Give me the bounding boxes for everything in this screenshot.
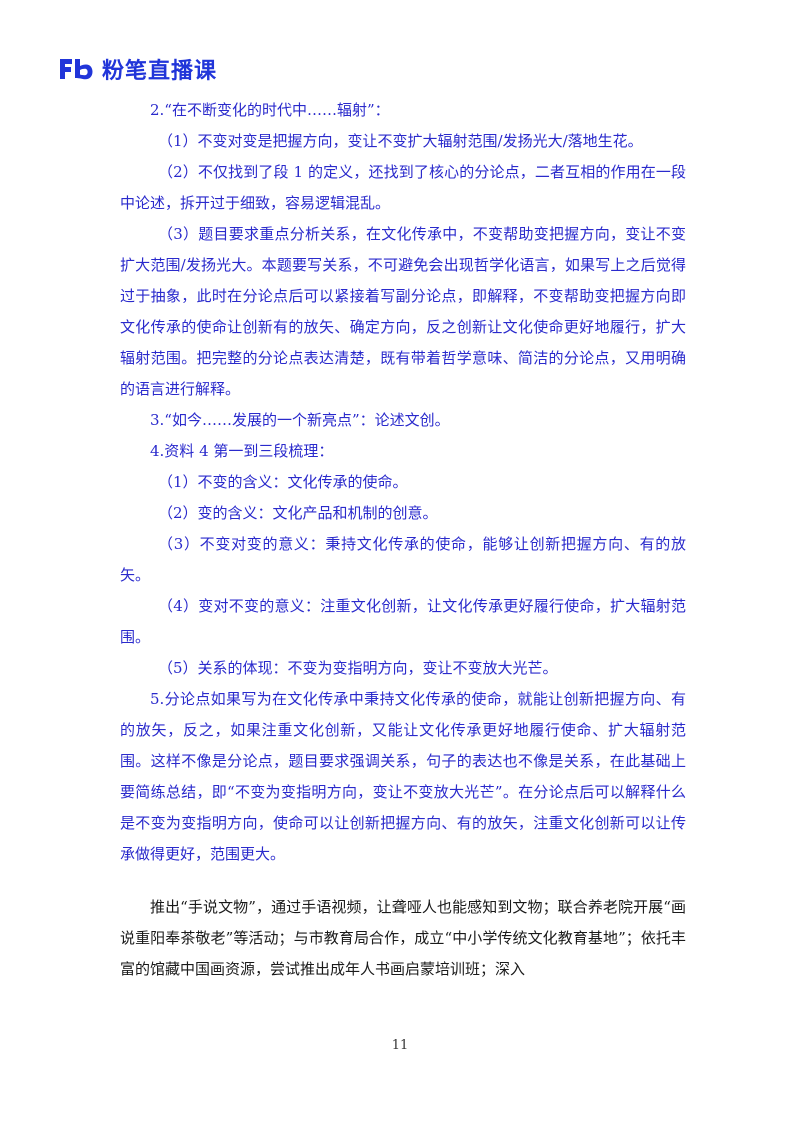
point-4-item-3: （3）不变对变的意义：秉持文化传承的使命，能够让创新把握方向、有的放矢。 [120, 535, 686, 584]
brand-header: 粉笔直播课 [58, 54, 217, 84]
point-5-paragraph: 5.分论点如果写为在文化传承中秉持文化传承的使命，就能让创新把握方向、有的放矢，… [120, 690, 686, 863]
page-number: 11 [391, 1038, 409, 1053]
paragraph-gap [120, 870, 686, 892]
point-4-heading: 4.资料 4 第一到三段梳理： [150, 442, 334, 460]
point-4-item-5: （5）关系的体现：不变为变指明方向，变让不变放大光芒。 [158, 659, 558, 677]
point-4-item-2: （2）变的含义：文化产品和机制的创意。 [158, 504, 438, 522]
point-3-heading: 3.“如今……发展的一个新亮点”：论述文创。 [150, 411, 450, 429]
point-4-item-1: （1）不变的含义：文化传承的使命。 [158, 473, 408, 491]
point-2-heading: 2.“在不断变化的时代中……辐射”： [150, 101, 390, 119]
brand-name: 粉笔直播课 [102, 59, 218, 84]
fenbi-logo-icon [60, 59, 93, 80]
document-body: 2.“在不断变化的时代中……辐射”： （1）不变对变是把握方向，变让不变扩大辐射… [120, 95, 686, 985]
point-2-item-1: （1）不变对变是把握方向，变让不变扩大辐射范围/发扬光大/落地生花。 [158, 132, 643, 150]
point-4-item-4: （4）变对不变的意义：注重文化创新，让文化传承更好履行使命，扩大辐射范围。 [120, 597, 686, 646]
point-2-item-2: （2）不仅找到了段 1 的定义，还找到了核心的分论点，二者互相的作用在一段中论述… [120, 163, 686, 212]
source-material-paragraph: 推出“手说文物”，通过手语视频，让聋哑人也能感知到文物；联合养老院开展“画说重阳… [120, 898, 686, 978]
point-2-item-3: （3）题目要求重点分析关系，在文化传承中，不变帮助变把握方向，变让不变扩大范围/… [120, 225, 686, 398]
